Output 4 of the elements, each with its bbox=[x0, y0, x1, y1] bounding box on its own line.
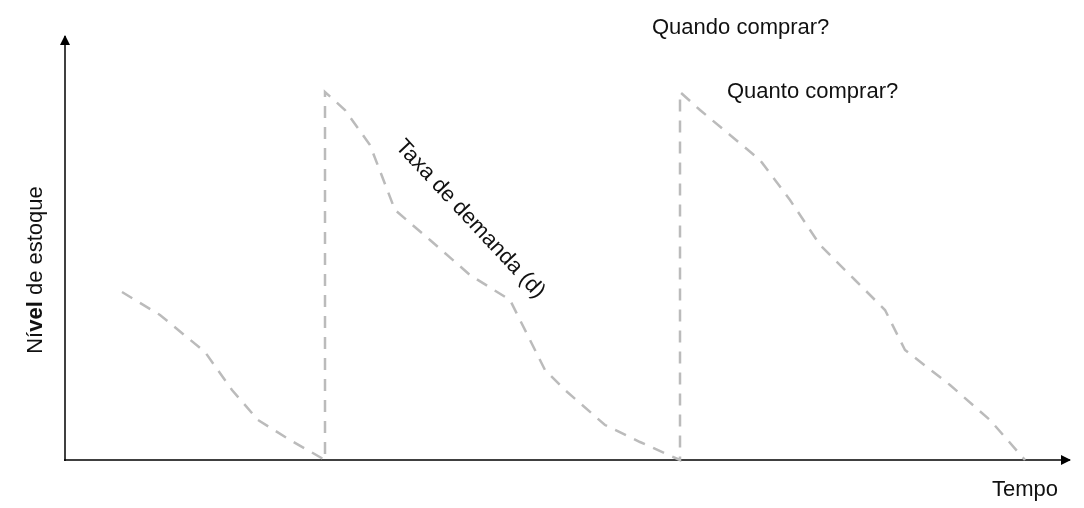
axis-title: Tempo bbox=[992, 478, 1059, 500]
question-text: Quando comprar? bbox=[652, 16, 830, 38]
axis-title: Nível de estoque bbox=[24, 186, 46, 354]
question-text: Quanto comprar? bbox=[727, 80, 899, 102]
